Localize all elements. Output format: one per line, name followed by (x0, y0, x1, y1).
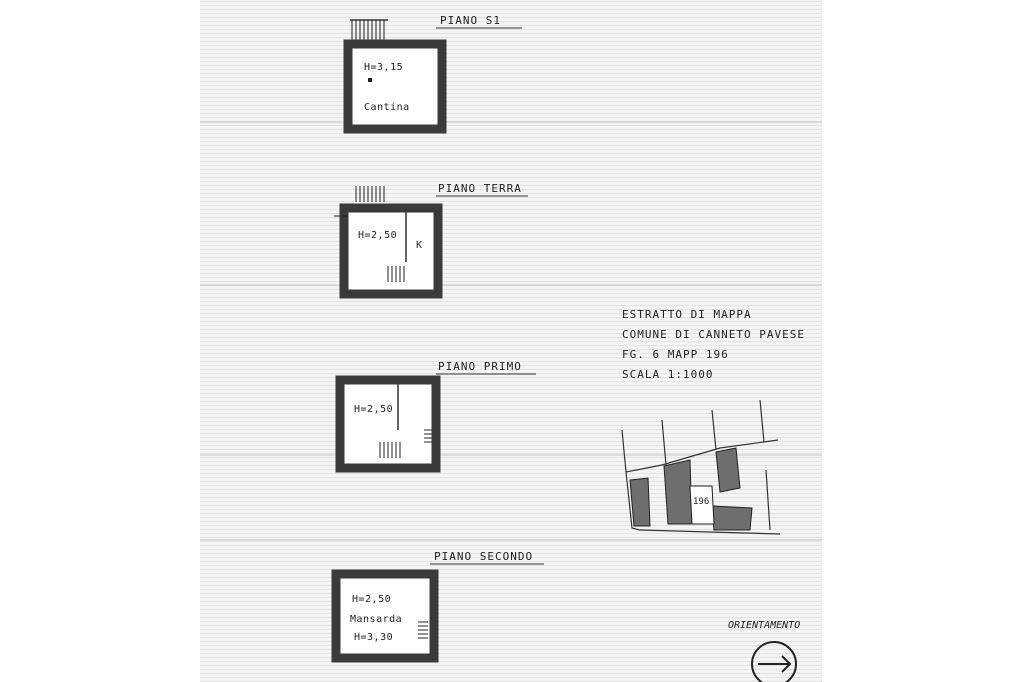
plan-title-terra: PIANO TERRA (438, 182, 522, 195)
orientation-label: ORIENTAMENTO (728, 620, 800, 631)
drawing-sheet (200, 0, 822, 682)
plan-title-secondo: PIANO SECONDO (434, 550, 533, 563)
cadastral-map: 196 (621, 399, 781, 535)
plan-piano-secondo: PIANO SECONDO H=2,50 Mansarda H=3,30 (331, 550, 544, 663)
map-extract-legend: ESTRATTO DI MAPPA COMUNE DI CANNETO PAVE… (622, 308, 805, 381)
plan-piano-s1: PIANO S1 H=3,15 Cantina (343, 14, 522, 134)
height-label-secondo-min: H=2,50 (352, 594, 391, 605)
plan-piano-terra: PIANO TERRA H=2,50 K (334, 182, 528, 299)
stair-secondo (418, 621, 428, 639)
height-label-terra: H=2,50 (358, 230, 397, 241)
height-label-secondo-max: H=3,30 (354, 632, 393, 643)
stair-primo (379, 429, 432, 458)
stair-s1 (350, 19, 388, 40)
stair-terra (355, 186, 405, 282)
walls-terra (339, 203, 443, 299)
plan-title-primo: PIANO PRIMO (438, 360, 522, 373)
walls-s1 (343, 39, 447, 134)
plan-title-s1: PIANO S1 (440, 14, 501, 27)
height-label-primo: H=2,50 (354, 404, 393, 415)
room-label-k: K (416, 240, 423, 251)
orientation-block: ORIENTAMENTO (728, 620, 800, 682)
map-extract-title: ESTRATTO DI MAPPA (622, 308, 752, 321)
map-extract-comune: COMUNE DI CANNETO PAVESE (622, 328, 805, 341)
north-arrow-icon (751, 641, 797, 682)
plan-piano-primo: PIANO PRIMO H=2,50 (335, 360, 536, 473)
map-extract-foglio: FG. 6 MAPP 196 (622, 348, 729, 361)
height-label-s1: H=3,15 (364, 62, 403, 73)
room-label-mansarda: Mansarda (350, 614, 402, 625)
parcel-label: 196 (693, 497, 709, 507)
room-label-cantina: Cantina (364, 102, 410, 113)
walls-secondo (331, 569, 439, 663)
map-extract-scale: SCALA 1:1000 (622, 368, 713, 381)
